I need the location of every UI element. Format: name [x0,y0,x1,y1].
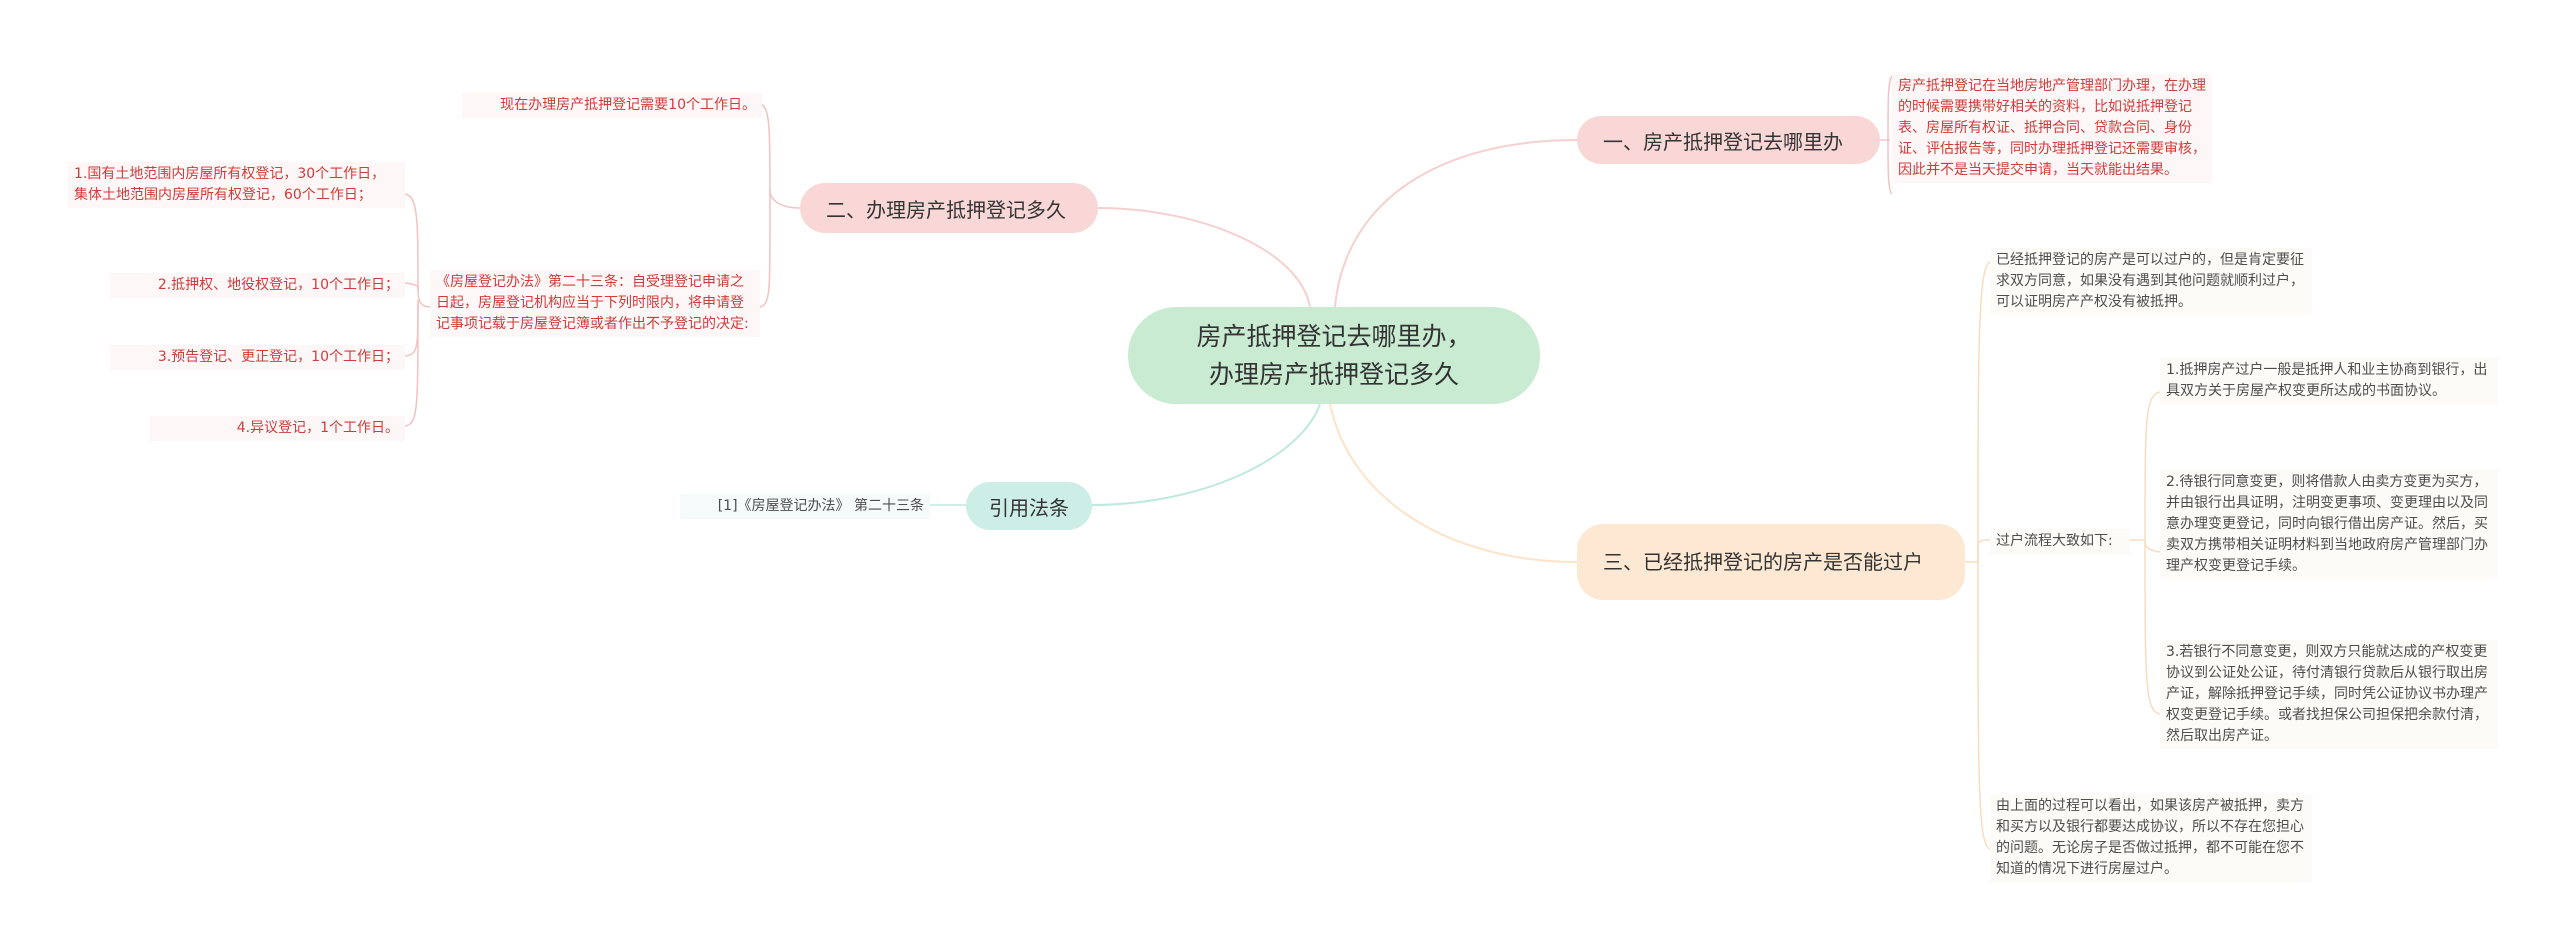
branch-label: 一、房产抵押登记去哪里办 [1603,129,1843,154]
leaf-text: 已经抵押登记的房产是可以过户的，但是肯定要征求双方同意，如果没有遇到其他问题就顺… [1996,252,2304,310]
leaf-step-3[interactable]: 3.若银行不同意变更，则双方只能就达成的产权变更协议到公证处公证，待付清银行贷款… [2160,640,2498,749]
leaf-text: 3.若银行不同意变更，则双方只能就达成的产权变更协议到公证处公证，待付清银行贷款… [2166,644,2488,744]
leaf-text: 《房屋登记办法》第二十三条：自受理登记申请之日起，房屋登记机构应当于下列时限内，… [436,274,749,332]
leaf-item-mortgage[interactable]: 2.抵押权、地役权登记，10个工作日； [110,273,405,298]
leaf-step-1[interactable]: 1.抵押房产过户一般是抵押人和业主协商到银行，出具双方关于房屋产权变更所达成的书… [2160,358,2498,404]
leaf-transfer-conclusion[interactable]: 由上面的过程可以看出，如果该房产被抵押，卖方和买方以及银行都要达成协议，所以不存… [1990,794,2312,882]
leaf-text: 过户流程大致如下: [1996,533,2113,549]
root-title: 房产抵押登记去哪里办， 办理房产抵押登记多久 [1196,321,1472,389]
leaf-item-notice[interactable]: 3.预告登记、更正登记，10个工作日； [110,345,405,370]
leaf-registration-time[interactable]: 现在办理房产抵押登记需要10个工作日。 [462,93,762,118]
branch-cited-law[interactable]: 引用法条 [966,482,1092,530]
leaf-text: 4.异议登记，1个工作日。 [236,420,399,436]
leaf-text: [1]《房屋登记办法》 第二十三条 [717,498,924,514]
leaf-text: 2.待银行同意变更，则将借款人由卖方变更为买方，并由银行出具证明，注明变更事项、… [2166,474,2488,574]
leaf-item-ownership[interactable]: 1.国有土地范围内房屋所有权登记，30个工作日，集体土地范围内房屋所有权登记，6… [68,162,405,208]
leaf-text: 房产抵押登记在当地房地产管理部门办理，在办理的时候需要携带好相关的资料，比如说抵… [1898,78,2206,178]
leaf-law-article[interactable]: 《房屋登记办法》第二十三条：自受理登记申请之日起，房屋登记机构应当于下列时限内，… [430,270,760,337]
leaf-reference[interactable]: [1]《房屋登记办法》 第二十三条 [680,494,930,519]
leaf-text: 2.抵押权、地役权登记，10个工作日； [157,277,399,293]
leaf-step-2[interactable]: 2.待银行同意变更，则将借款人由卖方变更为买方，并由银行出具证明，注明变更事项、… [2160,470,2498,579]
leaf-text: 1.国有土地范围内房屋所有权登记，30个工作日，集体土地范围内房屋所有权登记，6… [74,166,386,203]
leaf-text: 由上面的过程可以看出，如果该房产被抵押，卖方和买方以及银行都要达成协议，所以不存… [1996,798,2304,877]
leaf-item-objection[interactable]: 4.异议登记，1个工作日。 [150,416,405,441]
branch-where-to-register[interactable]: 一、房产抵押登记去哪里办 [1577,116,1880,164]
leaf-where-to-register[interactable]: 房产抵押登记在当地房地产管理部门办理，在办理的时候需要携带好相关的资料，比如说抵… [1892,74,2212,183]
branch-label: 引用法条 [989,495,1069,520]
leaf-transfer-process[interactable]: 过户流程大致如下: [1990,529,2130,554]
branch-label: 三、已经抵押登记的房产是否能过户 [1603,550,1923,574]
branch-transfer[interactable]: 三、已经抵押登记的房产是否能过户 [1577,524,1965,600]
branch-how-long[interactable]: 二、办理房产抵押登记多久 [800,183,1098,233]
leaf-text: 1.抵押房产过户一般是抵押人和业主协商到银行，出具双方关于房屋产权变更所达成的书… [2166,362,2488,399]
branch-label: 二、办理房产抵押登记多久 [826,197,1066,222]
leaf-text: 3.预告登记、更正登记，10个工作日； [157,349,399,365]
leaf-text: 现在办理房产抵押登记需要10个工作日。 [500,97,756,113]
leaf-transfer-intro[interactable]: 已经抵押登记的房产是可以过户的，但是肯定要征求双方同意，如果没有遇到其他问题就顺… [1990,248,2312,315]
root-topic[interactable]: 房产抵押登记去哪里办， 办理房产抵押登记多久 [1128,307,1540,404]
